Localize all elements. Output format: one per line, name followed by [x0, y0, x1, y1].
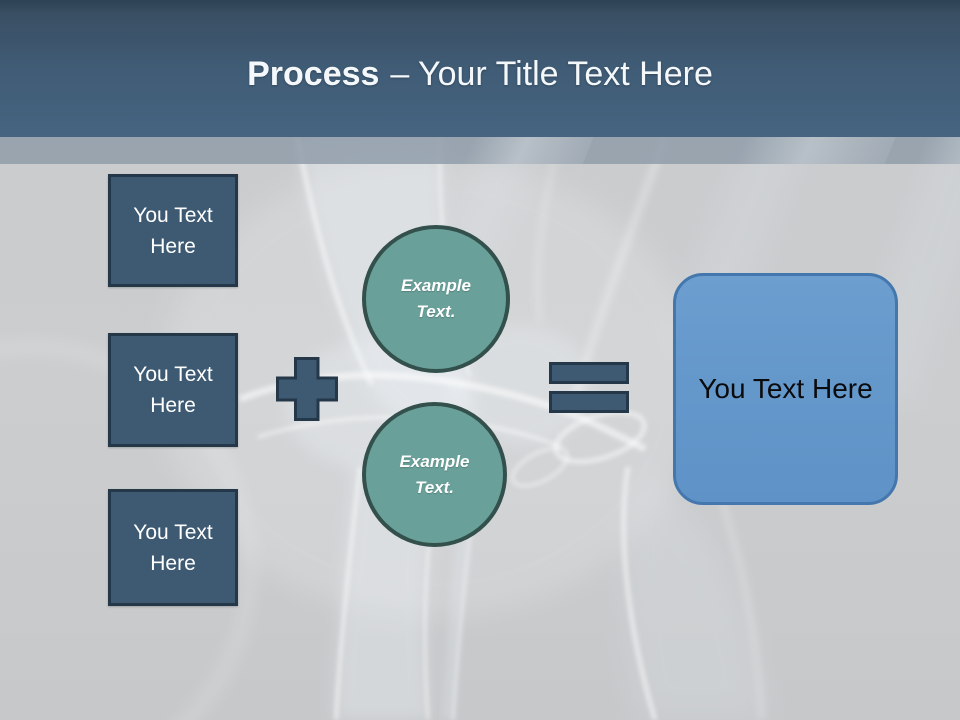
process-input-box-2[interactable]: You Text Here: [108, 333, 238, 447]
equals-bar-top: [549, 362, 629, 384]
equals-icon: [549, 362, 629, 413]
page-title-subtitle: – Your Title Text Here: [390, 55, 713, 93]
equals-bar-bottom: [549, 391, 629, 413]
plus-icon: [276, 357, 338, 421]
header-band: Process – Your Title Text Here: [0, 0, 960, 137]
circle-text-line2: Text.: [416, 302, 456, 321]
circle-text-line1: Example: [399, 451, 470, 471]
strip-streak: [731, 137, 899, 164]
header-accent-strip: [0, 137, 960, 164]
input-box-label: You Text Here: [133, 203, 213, 258]
process-input-box-3[interactable]: You Text Here: [108, 489, 238, 606]
example-circle-2[interactable]: Example Text.: [362, 402, 507, 547]
circle-text-line2: Text.: [414, 477, 455, 497]
strip-streak: [459, 137, 597, 164]
result-box[interactable]: You Text Here: [673, 273, 898, 505]
strip-streak: [911, 137, 960, 164]
input-box-label: You Text Here: [133, 363, 213, 417]
process-input-box-1[interactable]: You Text Here: [108, 174, 238, 287]
result-box-label: You Text Here: [698, 373, 873, 404]
page-title-keyword: Process: [247, 55, 380, 93]
circle-text-line1: Example: [401, 276, 471, 295]
example-circle-1[interactable]: Example Text.: [362, 225, 510, 373]
input-box-label: You Text Here: [133, 520, 213, 575]
page-title[interactable]: Process – Your Title Text Here: [0, 52, 960, 96]
